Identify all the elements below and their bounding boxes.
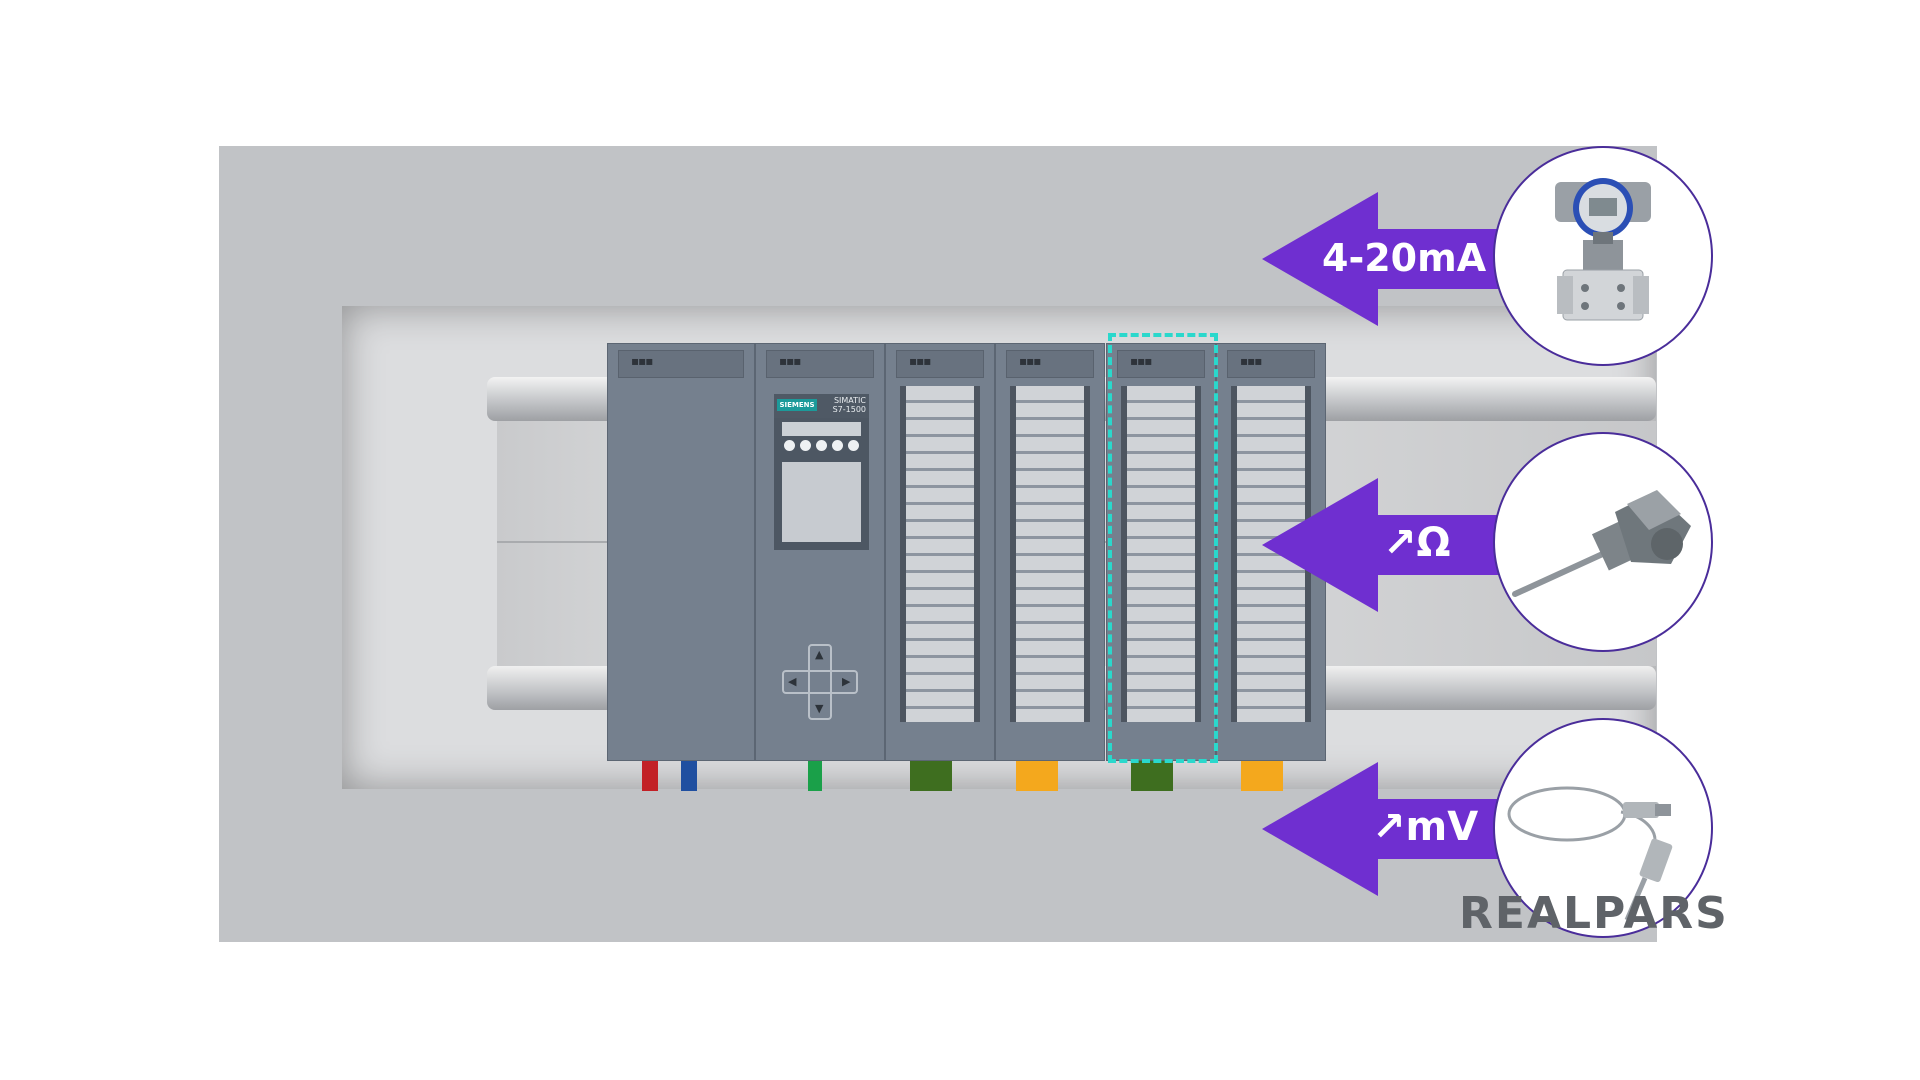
module-top-strip xyxy=(766,350,874,378)
cpu-model-line2: S7-1500 xyxy=(832,405,866,414)
realpars-logo: REALPARS xyxy=(1459,888,1729,939)
analog-input-module xyxy=(1106,343,1216,761)
signal-module-4 xyxy=(1216,343,1326,761)
cpu-module: SIEMENS SIMATIC S7-1500 ▲ ▼ ◀ ▶ xyxy=(755,343,885,761)
dpad-icon: ▲ ▼ ◀ ▶ xyxy=(782,644,858,720)
cpu-brand-plate: SIEMENS SIMATIC S7-1500 xyxy=(774,394,869,418)
arrow-left-icon xyxy=(1262,192,1512,326)
connector-plug-green xyxy=(1131,761,1173,791)
arrow-left-icon xyxy=(1262,762,1512,896)
signal-module-1 xyxy=(885,343,995,761)
current-signal-label: 4-20mA xyxy=(1322,236,1487,280)
led-icon xyxy=(831,440,843,451)
module-top-strip xyxy=(1117,350,1205,378)
terminal-block xyxy=(1121,386,1201,722)
led-icon xyxy=(815,440,827,451)
module-top-strip xyxy=(618,350,744,378)
cpu-model-line1: SIMATIC xyxy=(833,396,866,405)
module-top-strip xyxy=(896,350,984,378)
rtd-sensor-icon xyxy=(1493,432,1713,652)
pressure-transmitter-icon xyxy=(1493,146,1713,366)
cpu-lcd-screen xyxy=(782,462,861,542)
cable-green xyxy=(808,761,822,791)
millivolt-signal-label: ↗mV xyxy=(1372,804,1479,850)
connector-plug-green xyxy=(910,761,952,791)
arrow-down-icon: ▼ xyxy=(815,702,824,715)
module-top-strip xyxy=(1006,350,1094,378)
cable-red xyxy=(642,761,658,791)
siemens-badge: SIEMENS xyxy=(777,399,817,411)
cpu-display-panel xyxy=(774,418,869,550)
cable-blue xyxy=(681,761,697,791)
terminal-block xyxy=(1010,386,1090,722)
cpu-status-bar xyxy=(782,422,861,436)
terminal-block xyxy=(900,386,980,722)
power-supply-module xyxy=(607,343,755,761)
arrow-up-icon: ▲ xyxy=(815,648,824,661)
led-icon xyxy=(784,440,796,451)
module-top-strip xyxy=(1227,350,1315,378)
connector-plug-yellow xyxy=(1241,761,1283,791)
arrow-right-icon: ▶ xyxy=(842,675,851,688)
signal-module-2 xyxy=(995,343,1105,761)
arrow-left-icon: ◀ xyxy=(788,675,797,688)
thermocouple-icon xyxy=(1493,718,1713,938)
arrow-left-icon xyxy=(1262,478,1512,612)
module-highlight-box xyxy=(1108,333,1218,763)
led-icon xyxy=(847,440,859,451)
cpu-model: SIMATIC S7-1500 xyxy=(820,396,866,414)
led-icon xyxy=(800,440,812,451)
cpu-status-leds xyxy=(782,440,861,456)
connector-plug-yellow xyxy=(1016,761,1058,791)
resistance-signal-label: ↗Ω xyxy=(1383,520,1451,566)
